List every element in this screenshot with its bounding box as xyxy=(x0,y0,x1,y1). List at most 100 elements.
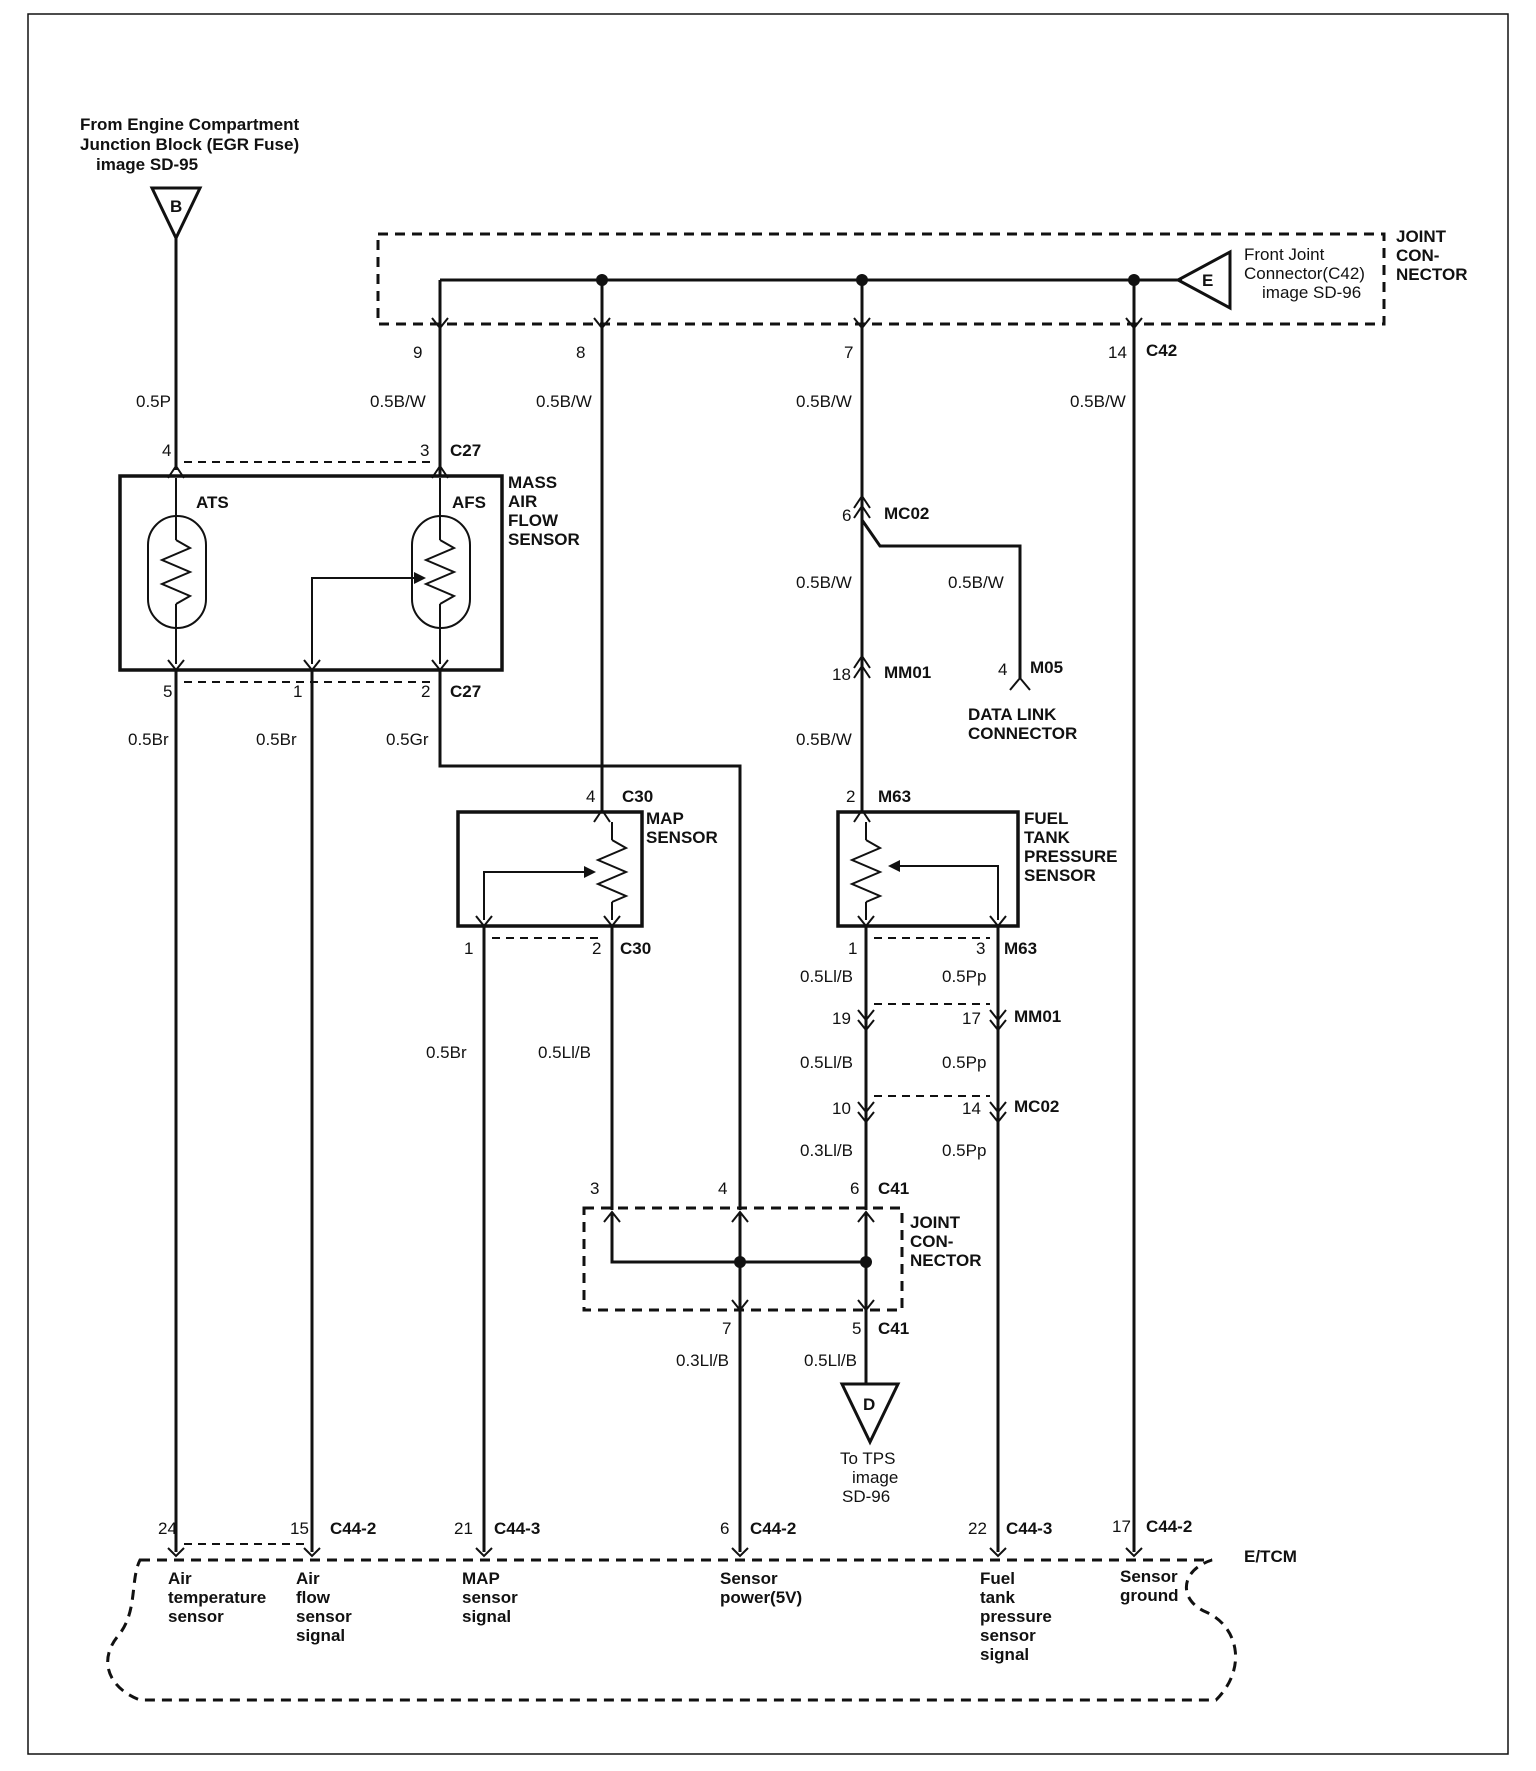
ftp-wiper-arrow xyxy=(888,860,900,872)
ftp-label1: FUEL xyxy=(1024,809,1068,828)
mm01-17-arrow-a xyxy=(989,1009,1007,1022)
ecu-pin-15: 15 xyxy=(290,1519,309,1538)
pin-14: 14 xyxy=(1108,343,1127,362)
ecu-conn-22: C44-3 xyxy=(1006,1519,1052,1538)
ecu-desc-15-l2: flow xyxy=(296,1588,331,1607)
source-label-line2: Junction Block (EGR Fuse) xyxy=(80,135,299,154)
wire-label-p: 0.5P xyxy=(136,392,171,411)
m05-pin: 4 xyxy=(998,660,1007,679)
map-wiper-arrow xyxy=(584,866,596,878)
ecu-desc-6-l2: power(5V) xyxy=(720,1588,802,1607)
m05-label: M05 xyxy=(1030,658,1063,677)
joint1-label2: CON- xyxy=(1396,246,1439,265)
page-frame xyxy=(27,13,1509,1755)
wire-label-lib-4: 0.5Ll/B xyxy=(804,1351,857,1370)
mc02-pin-6: 6 xyxy=(842,506,851,525)
joint-node-7 xyxy=(856,274,868,286)
wire-label-lib-2: 0.5Ll/B xyxy=(800,967,853,986)
m05-arrow xyxy=(1009,676,1031,691)
dlc-label1: DATA LINK xyxy=(968,705,1057,724)
mc02-10-arrow-b xyxy=(857,1111,875,1124)
mm01-arrow-a xyxy=(853,664,871,679)
afs-label: AFS xyxy=(452,493,486,512)
wire-label-br-2: 0.5Br xyxy=(256,730,297,749)
front-joint-line2: Connector(C42) xyxy=(1244,264,1365,283)
tps-d-letter: D xyxy=(863,1395,875,1414)
source-b-letter: B xyxy=(170,197,182,216)
ecu-desc-6-l1: Sensor xyxy=(720,1569,778,1588)
map-connector-top: C30 xyxy=(622,787,653,806)
ecu-pin-24: 24 xyxy=(158,1519,177,1538)
pin-arrow-14 xyxy=(1125,317,1143,330)
source-b-triangle xyxy=(149,186,203,242)
mm01-pin-19: 19 xyxy=(832,1009,851,1028)
wire-label-bw-1: 0.5B/W xyxy=(370,392,426,411)
ecu-arrow-21 xyxy=(475,1547,493,1558)
ecu-arrow-17 xyxy=(1125,1547,1143,1558)
mm01-19-arrow-b xyxy=(857,1019,875,1032)
ecu-desc-17-l2: ground xyxy=(1120,1586,1179,1605)
joint2-label3: NECTOR xyxy=(910,1251,981,1270)
pin-arrow-9 xyxy=(431,317,449,330)
ecu-name: E/TCM xyxy=(1244,1547,1297,1566)
front-joint-line3: image SD-96 xyxy=(1262,283,1361,302)
mm01-pin-17: 17 xyxy=(962,1009,981,1028)
map-pin-2: 2 xyxy=(592,939,601,958)
maf-pin-4: 4 xyxy=(162,441,171,460)
wire-afs-ground xyxy=(438,670,742,1210)
pin-8: 8 xyxy=(576,343,585,362)
wire-label-bw-3: 0.5B/W xyxy=(796,392,852,411)
pin-arrow-8 xyxy=(593,317,611,330)
ftp-pin-1: 1 xyxy=(848,939,857,958)
afs-wiper-arrow xyxy=(414,572,426,584)
c41-pin-3: 3 xyxy=(590,1179,599,1198)
ecu-arrow-24 xyxy=(167,1547,185,1558)
source-e-triangle xyxy=(1174,249,1232,311)
afs-resistor xyxy=(423,539,457,605)
wire-label-pp-3: 0.5Pp xyxy=(942,1141,986,1160)
connector-c42: C42 xyxy=(1146,341,1177,360)
wire-label-bw-4: 0.5B/W xyxy=(796,573,852,592)
map-resistor xyxy=(595,839,629,903)
tps-line2: image xyxy=(852,1468,898,1487)
map-label2: SENSOR xyxy=(646,828,718,847)
ftp-connector-bottom: M63 xyxy=(1004,939,1037,958)
ecu-desc-15-l3: sensor xyxy=(296,1607,352,1626)
joint2-label1: JOINT xyxy=(910,1213,961,1232)
wire-label-pp-1: 0.5Pp xyxy=(942,967,986,986)
mm01-19-arrow-a xyxy=(857,1009,875,1022)
ecu-conn-15: C44-2 xyxy=(330,1519,376,1538)
maf-pin-1: 1 xyxy=(293,682,302,701)
ftp-pin-2: 2 xyxy=(846,787,855,806)
ftp-wiper xyxy=(892,865,999,920)
wire-label-pp-2: 0.5Pp xyxy=(942,1053,986,1072)
map-wiper xyxy=(483,871,592,920)
ecu-desc-22-l2: tank xyxy=(980,1588,1016,1607)
joint2-node-a xyxy=(734,1256,746,1268)
map-connector-bottom: C30 xyxy=(620,939,651,958)
ecu-pin-22: 22 xyxy=(968,1519,987,1538)
mm01-17-arrow-b xyxy=(989,1019,1007,1032)
mc02-pin-14: 14 xyxy=(962,1099,981,1118)
source-e-letter: E xyxy=(1202,271,1213,290)
ecu-desc-22-l1: Fuel xyxy=(980,1569,1015,1588)
joint1-label1: JOINT xyxy=(1396,227,1447,246)
ecu-conn-6: C44-2 xyxy=(750,1519,796,1538)
ecu-pin-21: 21 xyxy=(454,1519,473,1538)
ecu-desc-21-l2: sensor xyxy=(462,1588,518,1607)
wire-label-br-3: 0.5Br xyxy=(426,1043,467,1062)
mc02-label-b: MC02 xyxy=(1014,1097,1059,1116)
maf-label1: MASS xyxy=(508,473,557,492)
ecu-desc-17-l1: Sensor xyxy=(1120,1567,1178,1586)
pin-arrow-7 xyxy=(853,317,871,330)
maf-connector-bottom: C27 xyxy=(450,682,481,701)
c41-connector-bottom: C41 xyxy=(878,1319,909,1338)
map-label1: MAP xyxy=(646,809,684,828)
maf-pin-3: 3 xyxy=(420,441,429,460)
map-arrow-4 xyxy=(593,808,611,823)
ecu-conn-21: C44-3 xyxy=(494,1519,540,1538)
c41-pin-5: 5 xyxy=(852,1319,861,1338)
mm01-pin-18: 18 xyxy=(832,665,851,684)
map-pin-4: 4 xyxy=(586,787,595,806)
